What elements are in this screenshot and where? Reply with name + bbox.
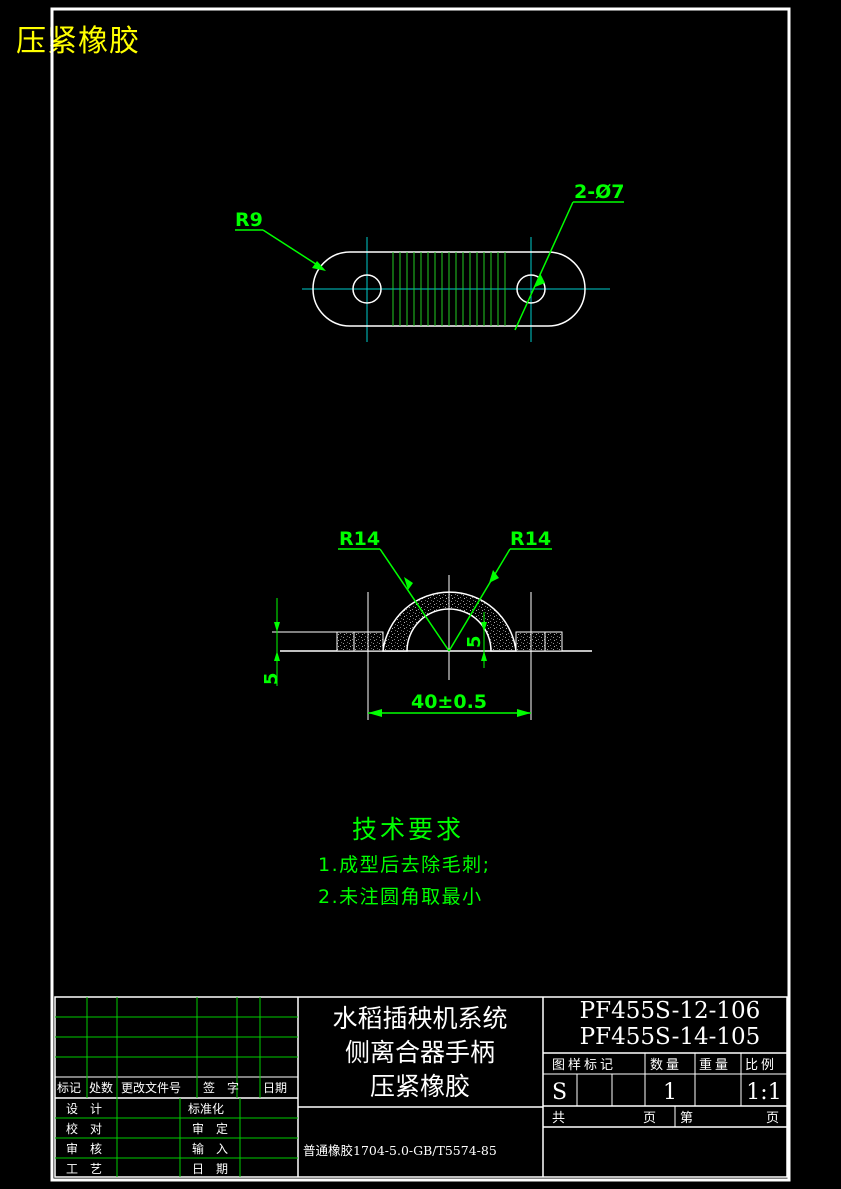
sign-row-4-right: 日 期 bbox=[192, 1162, 228, 1176]
label-five-vertical: 5 bbox=[464, 635, 485, 648]
value-scale: 1:1 bbox=[746, 1080, 781, 1105]
hole-right bbox=[516, 274, 546, 304]
technical-notes: 技术要求 1.成型后去除毛刺; 2.未注圆角取最小 bbox=[318, 815, 491, 908]
sign-row-2-left: 校 对 bbox=[66, 1121, 102, 1136]
flange-left bbox=[336, 631, 384, 652]
info-header-mark: 图样标记 bbox=[552, 1058, 616, 1073]
corner-title: 压紧橡胶 bbox=[16, 24, 140, 59]
rev-header-mark: 标记 bbox=[57, 1081, 81, 1095]
drawing-number-1: PF455S-12-106 bbox=[580, 998, 761, 1024]
label-r14-right: R14 bbox=[510, 528, 551, 550]
title-block: 标记 处数 更改文件号 签 字 日期 设 计 标准化 校 对 审 定 审 核 输… bbox=[54, 996, 788, 1178]
material-spec: 普通橡胶1704-5.0-GB/T5574-85 bbox=[303, 1143, 497, 1158]
rev-header-count: 处数 bbox=[89, 1080, 113, 1095]
revision-grid bbox=[55, 997, 298, 1099]
sheet-page-label-2: 页 bbox=[766, 1111, 779, 1126]
part-name-line-1: 水稻插秧机系统 bbox=[332, 1004, 507, 1033]
rev-header-sign: 签 字 bbox=[203, 1080, 239, 1095]
part-name-line-3: 压紧橡胶 bbox=[370, 1072, 470, 1101]
notes-line-2: 2.未注圆角取最小 bbox=[318, 886, 483, 908]
notes-line-1: 1.成型后去除毛刺; bbox=[318, 854, 491, 876]
info-header-weight: 重量 bbox=[699, 1057, 731, 1073]
drawing-number-2: PF455S-14-105 bbox=[580, 1024, 761, 1050]
slot-outline bbox=[312, 251, 586, 327]
sign-row-1-right: 标准化 bbox=[188, 1102, 224, 1116]
arch-section bbox=[382, 591, 517, 652]
sheet-total-label: 共 bbox=[552, 1111, 565, 1126]
sign-row-1-left: 设 计 bbox=[66, 1102, 102, 1116]
notes-title: 技术要求 bbox=[352, 815, 464, 844]
info-header-qty: 数量 bbox=[650, 1058, 682, 1073]
hole-left bbox=[352, 274, 382, 304]
sign-row-3-right: 输 入 bbox=[192, 1141, 228, 1156]
sign-row-3-left: 审 核 bbox=[66, 1141, 102, 1156]
value-mark: S bbox=[552, 1080, 567, 1105]
sheet-of-label: 第 bbox=[680, 1111, 693, 1126]
rev-header-doc: 更改文件号 bbox=[121, 1080, 181, 1095]
sign-row-2-right: 审 定 bbox=[192, 1121, 228, 1136]
label-r9: R9 bbox=[235, 209, 263, 231]
label-width: 40±0.5 bbox=[411, 691, 487, 713]
part-name-line-2: 侧离合器手柄 bbox=[345, 1038, 495, 1067]
sheet-page-label-1: 页 bbox=[643, 1111, 656, 1126]
sheet-border bbox=[50, 7, 791, 1182]
label-five-left: 5 bbox=[261, 672, 282, 685]
signature-grid bbox=[55, 1098, 298, 1177]
value-quantity: 1 bbox=[663, 1080, 677, 1105]
info-header-scale: 比例 bbox=[745, 1058, 777, 1073]
label-holes: 2-Ø7 bbox=[574, 181, 624, 203]
front-view: R14 R14 5 5 40±0.5 bbox=[261, 528, 592, 720]
rib-hatching bbox=[392, 252, 506, 326]
sign-row-4-left: 工 艺 bbox=[66, 1162, 102, 1176]
label-r14-left: R14 bbox=[339, 528, 380, 550]
flange-right bbox=[515, 631, 563, 652]
rev-header-date: 日期 bbox=[263, 1081, 287, 1095]
top-view: R9 2-Ø7 bbox=[235, 181, 624, 342]
